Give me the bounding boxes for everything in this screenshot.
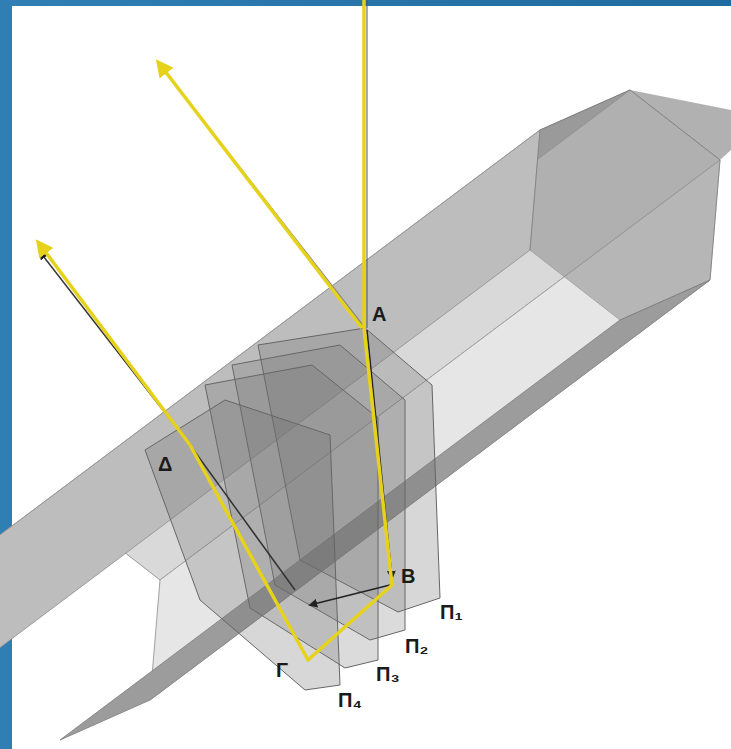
white-panel <box>12 6 731 749</box>
exit-ray <box>38 242 190 445</box>
point-label: Δ <box>158 454 172 474</box>
plane-label: Π₂ <box>405 636 428 656</box>
prism-face <box>0 130 540 670</box>
plane-label: Π₁ <box>440 602 463 622</box>
ray-line <box>310 585 390 605</box>
construction-lines <box>40 0 392 605</box>
internal-ray <box>190 328 392 660</box>
light-path <box>38 0 392 660</box>
point-label: Α <box>372 304 386 324</box>
ray-line <box>190 445 295 590</box>
plane-label: Π₄ <box>338 690 362 710</box>
section-plane <box>145 400 340 690</box>
incident-ray <box>362 0 366 328</box>
section-planes <box>145 328 440 690</box>
point-label: Β <box>401 566 415 586</box>
reflected-ray <box>158 62 362 328</box>
ray-line <box>367 0 368 328</box>
plane-label: Π₃ <box>376 664 400 684</box>
point-label: Γ <box>276 660 288 680</box>
prism-end <box>630 90 731 160</box>
